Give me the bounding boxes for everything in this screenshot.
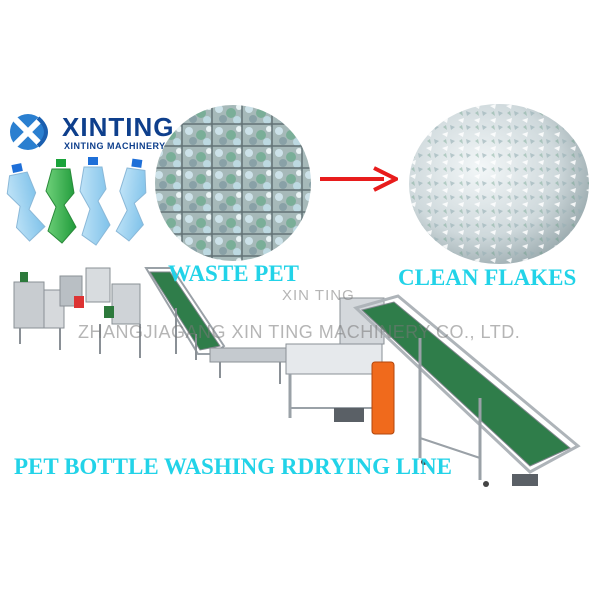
crushed-bottles-image — [4, 155, 164, 250]
label-washing-line: PET BOTTLE WASHING RDRYING LINE — [14, 454, 453, 479]
xinting-logo-icon — [8, 112, 56, 152]
brand-subtitle: XINTING MACHINERY — [64, 141, 166, 151]
arrow-right-icon — [318, 166, 398, 192]
watermark-company: ZHANGJIAGANG XIN TING MACHINERY CO., LTD… — [78, 322, 521, 342]
label-waste-pet: WASTE PET — [168, 261, 300, 286]
clean-flakes-image — [408, 103, 590, 265]
brand-name: XINTING — [62, 112, 175, 142]
watermark-short: XIN TING — [282, 287, 355, 304]
bottle-bales-image — [153, 103, 313, 263]
label-clean-flakes: CLEAN FLAKES — [398, 265, 577, 290]
washing-line-machinery-image — [0, 258, 600, 498]
